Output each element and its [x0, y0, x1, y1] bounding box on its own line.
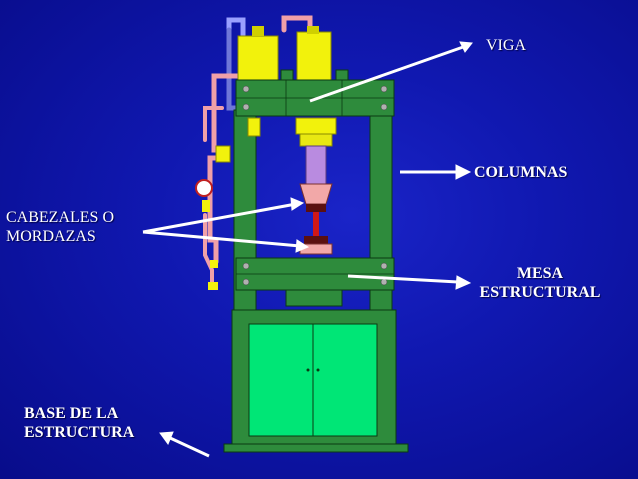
- label-columnas: COLUMNAS: [474, 164, 568, 181]
- piston-rod: [305, 145, 327, 185]
- oil-tank-right: [296, 31, 332, 81]
- cylinder-head: [295, 117, 337, 135]
- upper-head: [299, 183, 333, 205]
- cabinet-door-left: [248, 323, 314, 437]
- cabinet-door-right: [312, 323, 378, 437]
- pressure-gauge: [195, 179, 213, 197]
- lower-head: [304, 236, 328, 244]
- label-base: BASE DE LA ESTRUCTURA: [24, 405, 135, 441]
- label-cabezales: CABEZALES O MORDAZAS: [6, 209, 114, 245]
- label-viga: VIGA: [486, 37, 526, 54]
- callout-arrows: [142, 41, 473, 458]
- label-mesa: MESA ESTRUCTURAL: [479, 265, 601, 301]
- oil-tank-left: [237, 35, 279, 81]
